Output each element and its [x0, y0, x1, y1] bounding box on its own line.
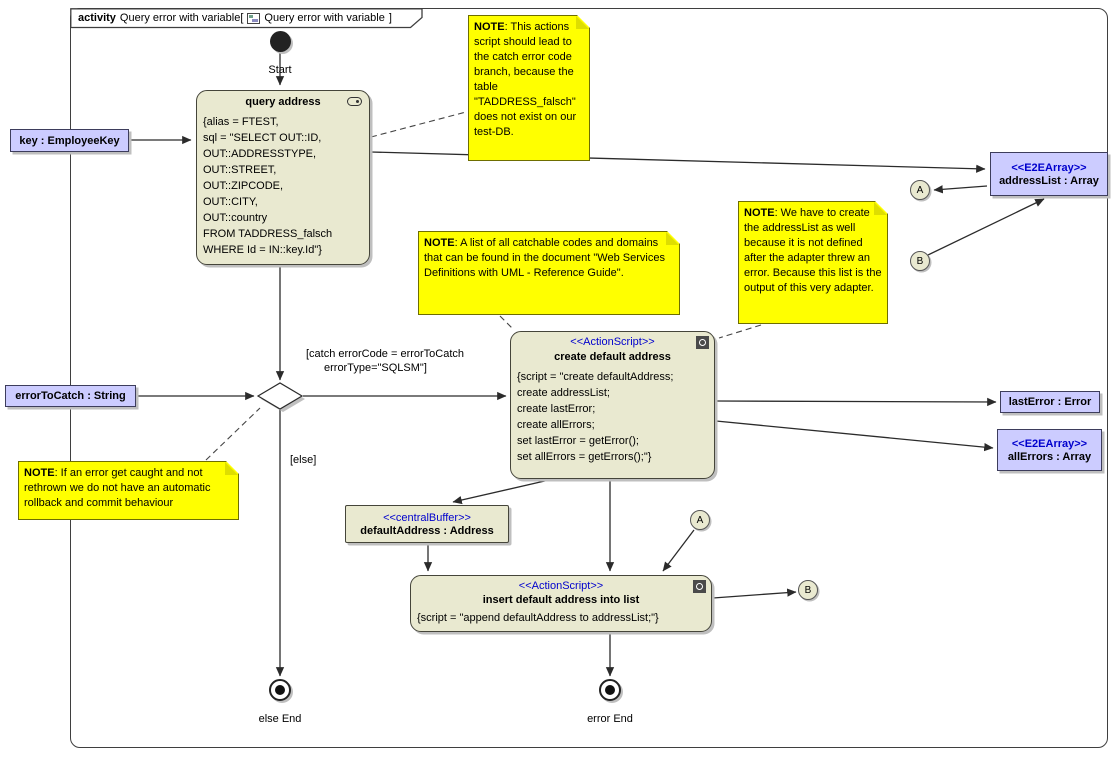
diagram-icon: [247, 12, 261, 24]
anchor-note-addresslist: [718, 324, 762, 339]
edge-addresslist-to-connector-a: [933, 185, 988, 194]
action-body: {script = "append defaultAddress to addr…: [411, 608, 711, 626]
connector-a-top: A: [910, 180, 930, 200]
action-body: {script = "create defaultAddress; create…: [511, 365, 714, 465]
edge-create-to-buffer: [452, 479, 550, 505]
action-create-default-address: <<ActionScript>> create default address …: [510, 331, 715, 479]
else-end-label: else End: [258, 713, 302, 725]
buffer-label: defaultAddress : Address: [360, 525, 494, 537]
stereotype-e2earray: <<E2EArray>>: [1011, 438, 1088, 450]
note-addresslist: NOTE: We have to create the addressList …: [738, 201, 888, 324]
frame-keyword: activity: [78, 12, 116, 24]
code-line: WHERE Id = IN::key.Id"}: [203, 244, 322, 256]
anchor-note-test-db: [370, 111, 467, 138]
edge-connector-b-to-addresslist: [927, 198, 1045, 256]
code-line: {script = "append defaultAddress to addr…: [417, 612, 659, 624]
note-prefix: NOTE: [474, 21, 505, 33]
edge-create-to-allerrors: [715, 420, 994, 452]
anchor-note-rollback: [205, 407, 261, 461]
guard-else: [else]: [290, 454, 317, 466]
guard-catch: [catch errorCode = errorToCatch errorTyp…: [306, 347, 516, 375]
object-addresslist: <<E2EArray>> addressList : Array: [990, 152, 1108, 196]
connector-a-bottom: A: [690, 510, 710, 530]
note-text: : If an error get caught and not rethrow…: [24, 467, 211, 509]
note-prefix: NOTE: [744, 207, 775, 219]
anchor-note-catchable-codes: [499, 315, 514, 330]
object-lasterror: lastError : Error: [1000, 391, 1100, 413]
central-buffer-defaultaddress: <<centralBuffer>> defaultAddress : Addre…: [345, 505, 509, 543]
edge-insert-to-connector-b: [712, 588, 797, 599]
code-line: {alias = FTEST,: [203, 116, 279, 128]
error-end-label: error End: [587, 713, 633, 725]
stereotype-e2earray: <<E2EArray>>: [1011, 162, 1087, 174]
action-title: query address: [245, 96, 321, 108]
connector-b-top: B: [910, 251, 930, 271]
action-insert-default-address: <<ActionScript>> insert default address …: [410, 575, 712, 632]
code-line: OUT::STREET,: [203, 164, 277, 176]
object-key: key : EmployeeKey: [10, 129, 129, 152]
code-line: set allErrors = getErrors();"}: [517, 451, 652, 463]
action-title: insert default address into list: [482, 594, 640, 606]
note-test-db: NOTE: This actions script should lead to…: [468, 15, 590, 161]
note-catchable-codes: NOTE: A list of all catchable codes and …: [418, 231, 680, 315]
decision-node: [256, 382, 305, 412]
actionscript-icon: [696, 336, 709, 349]
connector-letter: B: [804, 584, 812, 596]
note-rollback: NOTE: If an error get caught and not ret…: [18, 461, 239, 520]
note-prefix: NOTE: [24, 467, 55, 479]
object-errortocatch: errorToCatch : String: [5, 385, 136, 407]
guard-catch-line1: [catch errorCode = errorToCatch: [306, 348, 465, 360]
connector-letter: A: [916, 184, 924, 196]
stereotype-actionscript: <<ActionScript>>: [518, 580, 604, 592]
object-label: addressList : Array: [999, 175, 1099, 187]
code-line: FROM TADDRESS_falsch: [203, 228, 333, 240]
stereotype-actionscript: <<ActionScript>>: [570, 336, 655, 348]
action-title: create default address: [554, 351, 671, 363]
start-label: Start: [268, 64, 292, 76]
code-line: {script = "create defaultAddress;: [517, 371, 674, 383]
object-label: allErrors : Array: [1007, 451, 1092, 463]
edge-connector-a-to-insert: [662, 529, 695, 572]
final-node-error: [599, 679, 621, 701]
code-line: sql = "SELECT OUT::ID,: [203, 132, 322, 144]
code-line: OUT::ADDRESSTYPE,: [203, 148, 317, 160]
note-text: : We have to create the addressList as w…: [744, 207, 882, 294]
code-line: create addressList;: [517, 387, 610, 399]
frame-title: activity Query error with variable[ Quer…: [78, 10, 392, 26]
code-line: create lastError;: [517, 403, 596, 415]
adapter-icon: [347, 97, 362, 106]
initial-node: [270, 31, 291, 52]
edge-create-to-lasterror: [715, 397, 997, 407]
final-node-else: [269, 679, 291, 701]
frame-context: Query error with variable[: [119, 12, 244, 24]
code-line: OUT::ZIPCODE,: [203, 180, 284, 192]
note-prefix: NOTE: [424, 237, 455, 249]
code-line: OUT::country: [203, 212, 268, 224]
action-body: {alias = FTEST, sql = "SELECT OUT::ID, O…: [197, 110, 369, 258]
frame-diagram-name: Query error with variable: [264, 12, 385, 24]
code-line: set lastError = getError();: [517, 435, 639, 447]
guard-catch-line2: errorType="SQLSM"]: [324, 362, 427, 374]
connector-letter: A: [696, 514, 704, 526]
stereotype-centralbuffer: <<centralBuffer>>: [383, 512, 471, 524]
object-allerrors: <<E2EArray>> allErrors : Array: [997, 429, 1102, 471]
connector-letter: B: [916, 255, 924, 267]
edge-query-to-addresslist: [370, 151, 986, 173]
code-line: OUT::CITY,: [203, 196, 258, 208]
frame-close-bracket: ]: [388, 12, 392, 24]
code-line: create allErrors;: [517, 419, 595, 431]
connector-b-bottom: B: [798, 580, 818, 600]
note-text: : This actions script should lead to the…: [474, 21, 577, 138]
actionscript-icon: [693, 580, 706, 593]
action-query-address: query address {alias = FTEST, sql = "SEL…: [196, 90, 370, 265]
frame-tab-shape: [70, 8, 423, 29]
note-text: : A list of all catchable codes and doma…: [424, 237, 665, 279]
